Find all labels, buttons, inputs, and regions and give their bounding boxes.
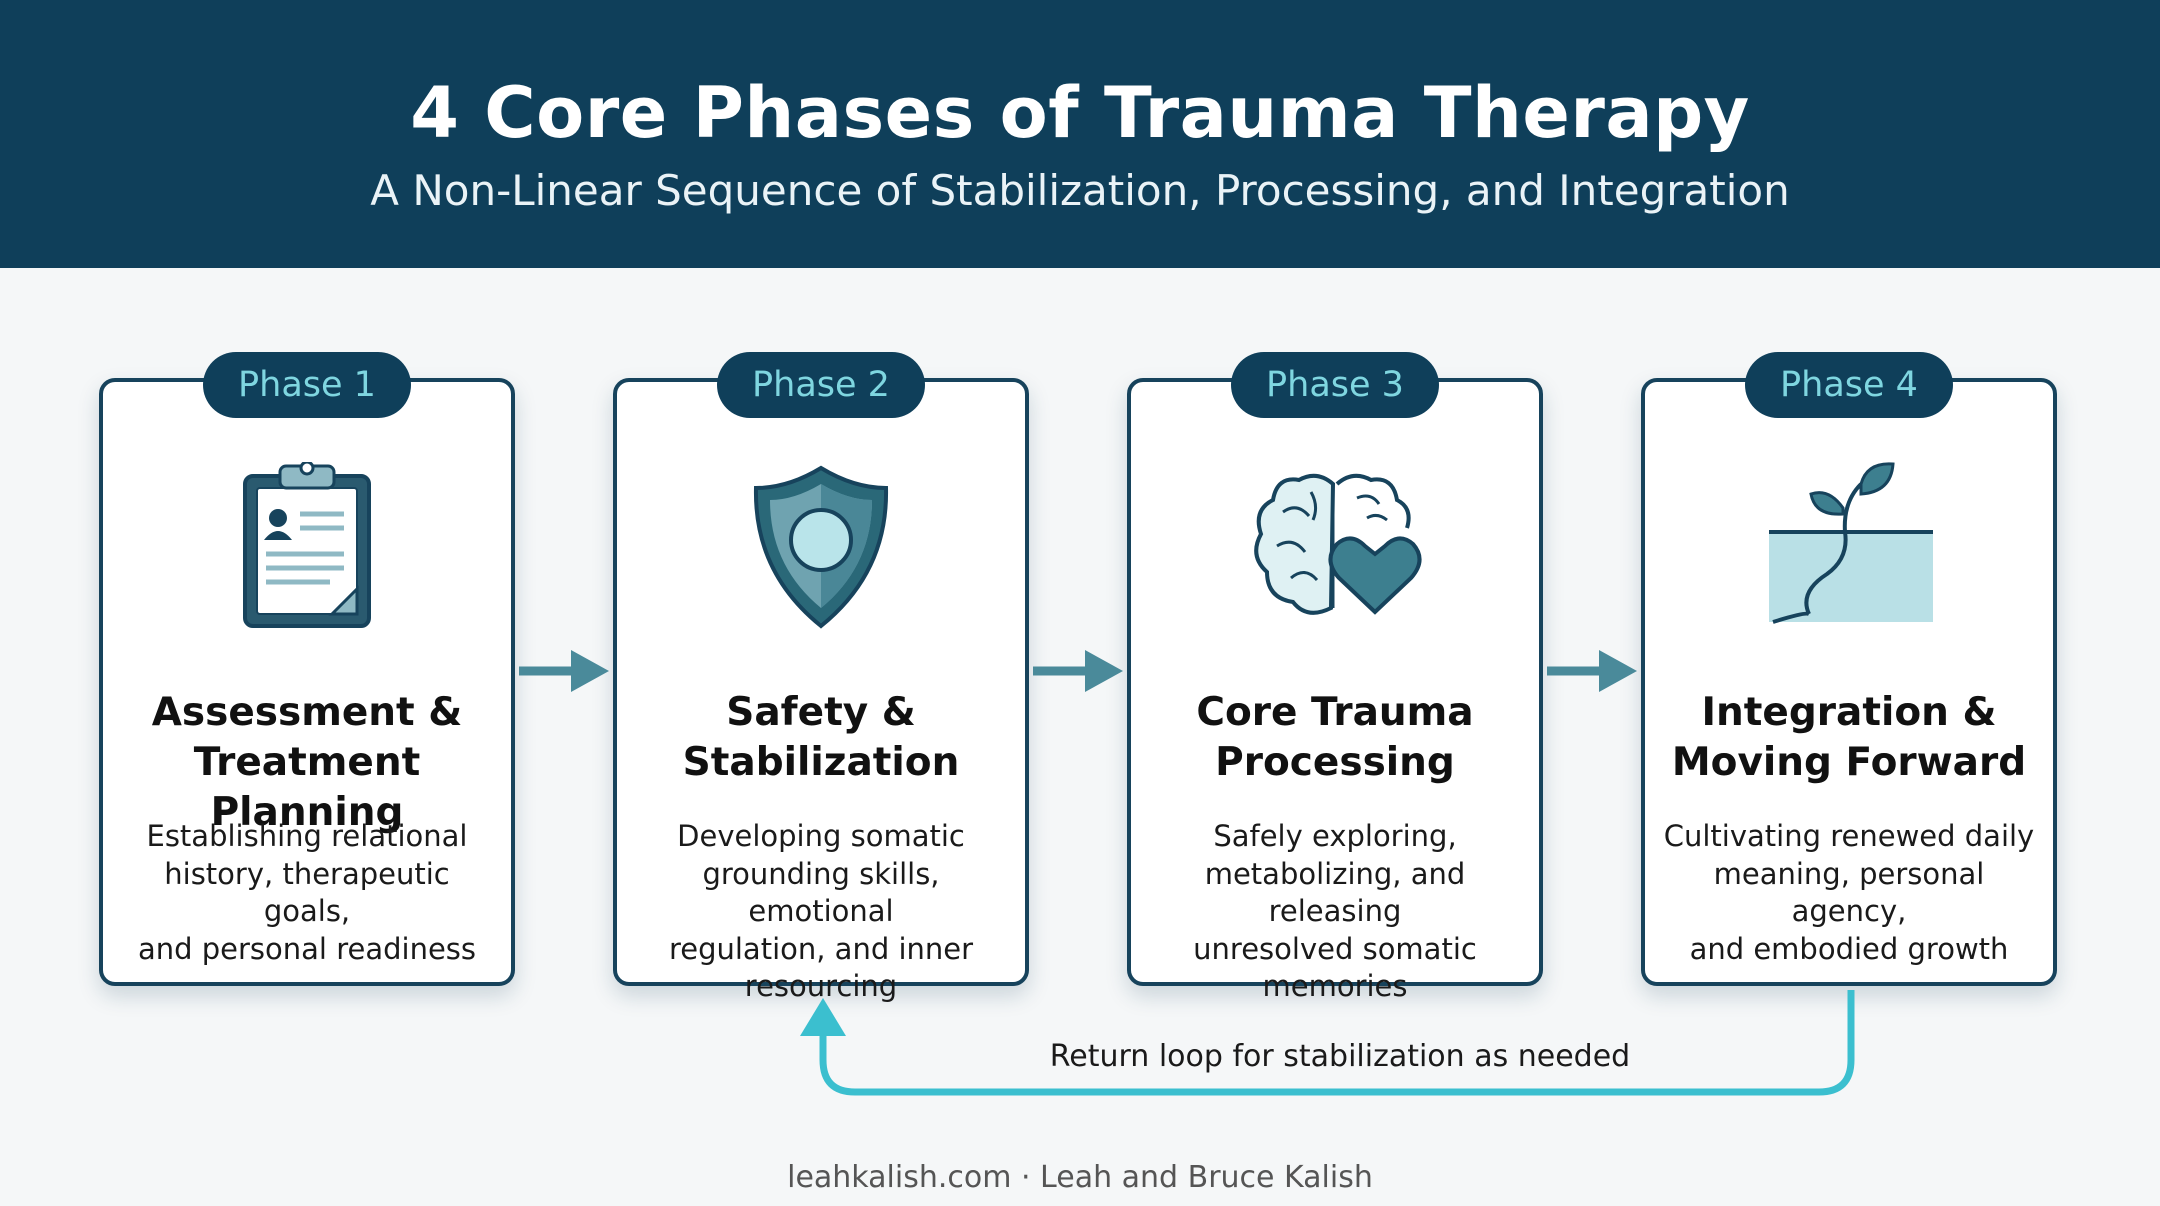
- sprout-icon: [1645, 462, 2053, 632]
- phase-description-3: Safely exploring, metabolizing, and rele…: [1193, 819, 1477, 1003]
- phase-badge-4: Phase 4: [1745, 352, 1953, 418]
- phase-title-1: Assessment & Treatment Planning: [151, 690, 463, 835]
- phase-card-2: Phase 2 Safety & Stabilization Developin…: [613, 352, 1029, 1003]
- phase-card-1: Phase 1 Assessment & Treatment Planning …: [99, 352, 515, 986]
- clipboard-icon: [103, 462, 511, 632]
- brain-heart-icon: [1131, 462, 1539, 632]
- page-title: 4 Core Phases of Trauma Therapy: [410, 72, 1750, 154]
- return-loop-label: Return loop for stabilization as needed: [1049, 1039, 1631, 1074]
- phase-description-1: Establishing relational history, therape…: [137, 819, 477, 966]
- page-subtitle: A Non-Linear Sequence of Stabilization, …: [370, 166, 1790, 215]
- header-banner: 4 Core Phases of Trauma Therapy A Non-Li…: [0, 0, 2160, 268]
- phase-badge-1: Phase 1: [203, 352, 411, 418]
- arrow-right-icon: [1033, 650, 1123, 692]
- footer-credit: leahkalish.com · Leah and Bruce Kalish: [787, 1160, 1373, 1195]
- phase-description-4: Cultivating renewed daily meaning, perso…: [1663, 819, 2035, 966]
- phase-description-2: Developing somatic grounding skills, emo…: [668, 819, 974, 1003]
- phase-badge-2: Phase 2: [717, 352, 925, 418]
- phase-title-3: Core Trauma Processing: [1196, 690, 1474, 785]
- phase-title-4: Integration & Moving Forward: [1671, 690, 2027, 785]
- arrow-right-icon: [1547, 650, 1637, 692]
- shield-icon: [617, 462, 1025, 632]
- phase-card-3: Phase 3 Core Trauma Processing Safely ex…: [1127, 352, 1543, 1003]
- phase-card-4: Phase 4 Integration & Moving Forward Cul…: [1641, 352, 2057, 986]
- arrow-right-icon: [519, 650, 609, 692]
- phase-badge-3: Phase 3: [1231, 352, 1439, 418]
- phase-title-2: Safety & Stabilization: [682, 690, 960, 785]
